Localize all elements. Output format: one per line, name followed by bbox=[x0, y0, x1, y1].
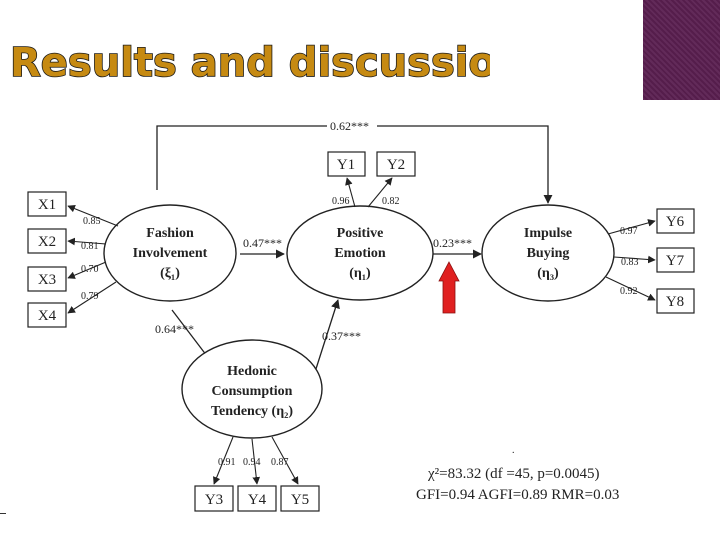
indicator-y2-label: Y2 bbox=[387, 157, 405, 173]
path-label-fashion-to-positive: 0.47*** bbox=[243, 236, 282, 250]
indicator-y7: Y7 bbox=[656, 247, 695, 273]
indicator-x2-label: X2 bbox=[38, 234, 56, 250]
path-fashion-to-hedonic bbox=[171, 309, 211, 361]
loading-arrow-y8 bbox=[605, 276, 656, 301]
construct-hedonic-consumption bbox=[181, 339, 323, 439]
indicator-y3-label: Y3 bbox=[205, 492, 223, 508]
indicator-y8-label: Y8 bbox=[666, 294, 684, 310]
construct-impulse-buying bbox=[481, 204, 615, 302]
corner-decoration bbox=[643, 0, 720, 100]
indicator-x4-label: X4 bbox=[38, 308, 57, 324]
loading-arrow-y2 bbox=[367, 177, 393, 208]
indicator-x3-label: X3 bbox=[38, 272, 56, 288]
construct-fashion-line2: Involvement bbox=[133, 246, 208, 261]
indicator-y1-label: Y1 bbox=[337, 157, 355, 173]
loading-y5: 0.87 bbox=[271, 457, 289, 468]
indicator-x2: X2 bbox=[27, 228, 67, 254]
loading-arrow-y5 bbox=[271, 436, 299, 485]
loading-x4: 0.79 bbox=[81, 291, 99, 302]
indicator-y8: Y8 bbox=[656, 288, 695, 314]
indicator-y5-label: Y5 bbox=[291, 492, 309, 508]
indicator-x4: X4 bbox=[27, 302, 67, 328]
construct-positive-emotion bbox=[286, 205, 434, 301]
construct-impulse-line1: Impulse bbox=[524, 226, 572, 241]
loading-arrow-x1 bbox=[67, 204, 119, 227]
indicator-x3: X3 bbox=[27, 266, 67, 292]
construct-fashion-line1: Fashion bbox=[146, 226, 194, 241]
loading-x3: 0.70 bbox=[81, 264, 99, 275]
indicator-x1-label: X1 bbox=[38, 197, 56, 213]
construct-positive-line1: Positive bbox=[337, 226, 384, 241]
loading-y3: 0.91 bbox=[218, 457, 236, 468]
construct-hedonic-line3: Tendency (η₂) bbox=[211, 404, 293, 419]
construct-fashion-involvement bbox=[103, 204, 237, 302]
slide-title: Results and discussions model bbox=[10, 39, 490, 87]
loading-y8: 0.92 bbox=[620, 286, 638, 297]
indicator-x1: X1 bbox=[27, 191, 67, 217]
loading-x2: 0.81 bbox=[81, 241, 99, 252]
path-label-hedonic-to-positive: 0.37*** bbox=[322, 329, 361, 343]
construct-impulse-line2: Buying bbox=[527, 246, 570, 261]
loading-y4: 0.94 bbox=[243, 457, 261, 468]
construct-positive-symbol: (η₁) bbox=[349, 266, 371, 281]
indicator-y6: Y6 bbox=[656, 208, 695, 234]
loading-arrow-x3 bbox=[67, 261, 107, 279]
path-label-positive-to-impulse: 0.23*** bbox=[433, 236, 472, 250]
indicator-y6-label: Y6 bbox=[666, 214, 685, 230]
highlight-arrow-red bbox=[438, 261, 460, 314]
construct-hedonic-line1: Hedonic bbox=[227, 364, 277, 379]
loading-arrow-y1 bbox=[345, 177, 356, 208]
construct-fashion-symbol: (ξ₁) bbox=[160, 266, 180, 281]
edge-tick-mark bbox=[0, 513, 6, 514]
construct-hedonic-line2: Consumption bbox=[212, 384, 293, 399]
path-label-fashion-to-hedonic: 0.64*** bbox=[155, 322, 194, 336]
loading-x1: 0.85 bbox=[83, 216, 101, 227]
loading-arrow-y6 bbox=[607, 219, 656, 235]
construct-impulse-symbol: (η₃) bbox=[537, 266, 559, 281]
indicator-y5: Y5 bbox=[280, 485, 320, 512]
indicator-y3: Y3 bbox=[194, 485, 234, 512]
path-label-fashion-to-impulse-text: 0.62*** bbox=[330, 119, 369, 133]
svg-text:.: . bbox=[512, 445, 515, 456]
slide-title-text: Results and discussions model bbox=[10, 40, 490, 86]
fit-stats-line2: GFI=0.94 AGFI=0.89 RMR=0.03 bbox=[416, 487, 619, 503]
path-hedonic-to-positive bbox=[314, 299, 340, 373]
indicator-y1: Y1 bbox=[327, 151, 366, 177]
loading-arrow-y3 bbox=[213, 436, 234, 485]
loading-y1: 0.96 bbox=[332, 196, 350, 207]
indicator-y2: Y2 bbox=[376, 151, 416, 177]
indicator-y7-label: Y7 bbox=[666, 253, 685, 269]
fit-stats-line1: χ²=83.32 (df =45, p=0.0045) bbox=[427, 466, 600, 482]
loading-arrow-y4 bbox=[251, 438, 261, 485]
indicator-y4: Y4 bbox=[237, 485, 277, 512]
construct-positive-line2: Emotion bbox=[334, 246, 386, 261]
loading-y7: 0.83 bbox=[621, 257, 639, 268]
loading-arrow-y7 bbox=[613, 255, 656, 264]
loading-y6: 0.97 bbox=[620, 226, 638, 237]
loading-y2: 0.82 bbox=[382, 196, 400, 207]
loading-arrow-x4 bbox=[67, 281, 117, 314]
loading-arrow-x2 bbox=[67, 237, 107, 246]
indicator-y4-label: Y4 bbox=[248, 492, 267, 508]
